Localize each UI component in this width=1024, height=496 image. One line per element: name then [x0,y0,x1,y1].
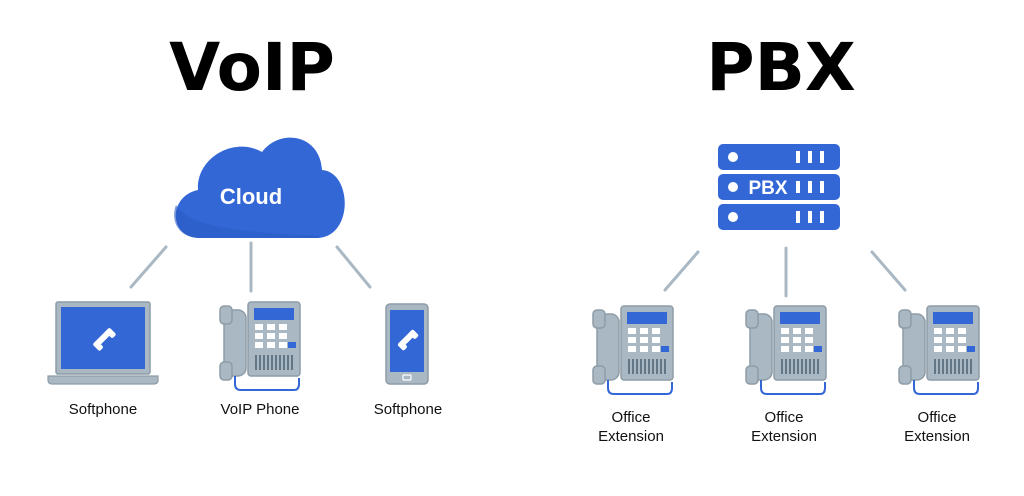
extension-label-line1: Office [765,409,804,426]
pbx-title: PBX [706,29,856,106]
device-label: Softphone [69,401,137,418]
connector-line [129,245,168,289]
pbx-connectors [663,246,907,298]
phone-handset-icon [93,328,116,351]
phone-handset-icon [397,329,419,351]
connector-line [663,250,700,292]
connector-line [870,250,907,292]
extension-label-line2: Extension [904,428,970,445]
voip-connectors [129,241,372,293]
voip-desk-phone-icon [219,301,301,391]
extension-label-line2: Extension [751,428,817,445]
device-label: VoIP Phone [221,401,300,418]
connector-line [335,245,372,289]
device-label: Softphone [374,401,442,418]
office-extension-phone-icon [592,305,674,395]
pbx-server-label: PBX [748,178,787,199]
smartphone-softphone-icon [385,303,429,385]
extension-label-line2: Extension [598,428,664,445]
pbx-server-icon [718,144,840,230]
extension-label-line1: Office [918,409,957,426]
cloud-label: Cloud [220,184,282,209]
extension-label-line1: Office [612,409,651,426]
cloud-icon [174,137,345,238]
office-extension-phone-icon [898,305,980,395]
laptop-softphone-icon [47,301,159,385]
voip-title: VoIP [169,29,335,106]
office-extension-phone-icon [745,305,827,395]
